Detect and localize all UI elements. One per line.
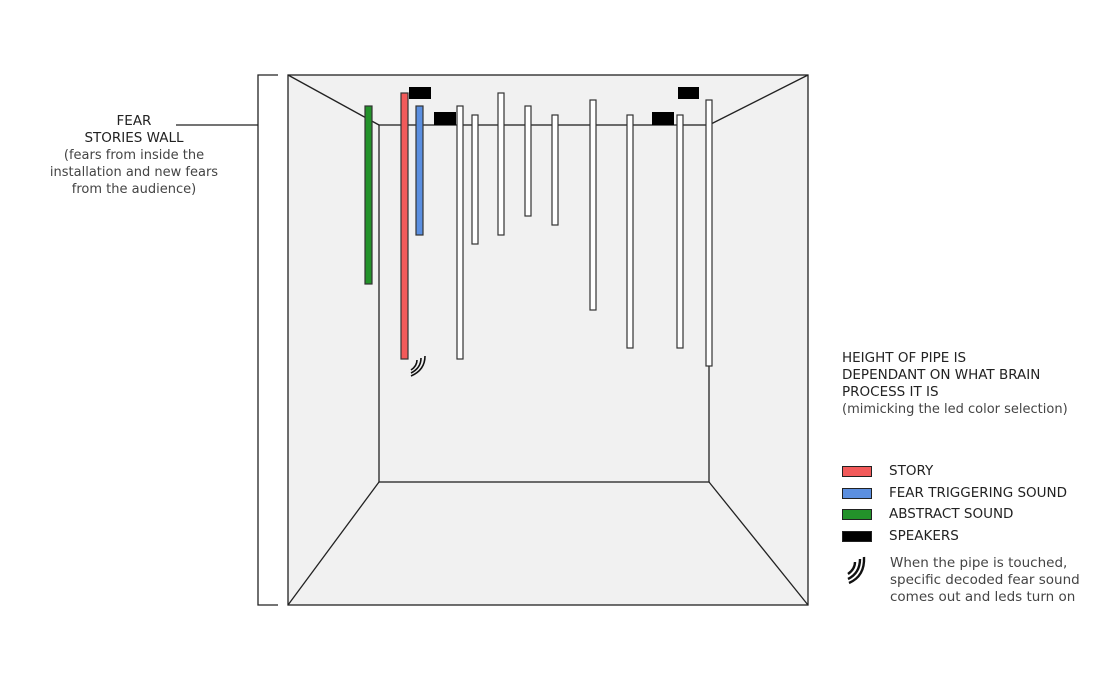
room-edge	[287, 74, 380, 126]
sound-waves-icon	[410, 355, 426, 377]
legend-item-fear-triggering: FEAR TRIGGERING SOUND	[842, 485, 1067, 501]
wall-subtitle: (fears from inside the	[63, 148, 205, 163]
story-swatch	[842, 465, 872, 477]
touch-note-line: specific decoded fear sound	[890, 572, 1080, 588]
pipe-abstract-sound	[364, 105, 373, 285]
wall-bracket	[257, 74, 278, 606]
touch-note-line: When the pipe is touched,	[890, 555, 1068, 571]
room-edge	[287, 481, 380, 606]
speaker	[409, 87, 431, 99]
legend-sound-waves-icon	[847, 556, 866, 585]
speaker	[434, 112, 456, 125]
height-note-sub: (mimicking the led color selection)	[842, 402, 1068, 417]
legend-label: SPEAKERS	[889, 528, 959, 544]
pipe	[705, 99, 713, 367]
height-note-line: DEPENDANT ON WHAT BRAIN	[842, 367, 1041, 383]
pipe	[551, 114, 559, 226]
height-note-line: HEIGHT OF PIPE IS	[842, 350, 967, 366]
pipe	[471, 114, 479, 245]
legend-item-abstract: ABSTRACT SOUND	[842, 506, 1013, 522]
speaker	[678, 87, 699, 99]
height-note-line: PROCESS IT IS	[842, 384, 939, 400]
wall-title: STORIES WALL	[84, 130, 184, 146]
legend-label: ABSTRACT SOUND	[889, 506, 1014, 522]
back-wall	[378, 124, 710, 483]
wall-title: FEAR	[116, 113, 152, 129]
room-edge	[708, 481, 809, 606]
speakers-swatch	[842, 530, 872, 542]
pipe	[497, 92, 505, 236]
pipe-fear-triggering	[415, 105, 424, 236]
fear-triggering-swatch	[842, 487, 872, 499]
pipe	[626, 114, 634, 349]
pipe	[524, 105, 532, 217]
room-edge	[708, 74, 809, 126]
touch-note-line: comes out and leds turn on	[890, 589, 1076, 605]
touch-note: When the pipe is touched, specific decod…	[890, 555, 1080, 606]
pipe-story	[400, 92, 409, 360]
wall-subtitle: installation and new fears	[49, 165, 219, 180]
wall-subtitle: from the audience)	[71, 182, 197, 197]
height-note: HEIGHT OF PIPE IS DEPENDANT ON WHAT BRAI…	[842, 350, 1068, 418]
legend-item-story: STORY	[842, 463, 933, 479]
abstract-swatch	[842, 508, 872, 520]
legend-label: FEAR TRIGGERING SOUND	[889, 485, 1068, 501]
wall-label: FEAR STORIES WALL (fears from inside the…	[40, 113, 228, 198]
pipe	[456, 105, 464, 360]
speaker	[652, 112, 674, 125]
legend-label: STORY	[889, 463, 934, 479]
pipe	[589, 99, 597, 311]
pipe	[676, 114, 684, 349]
legend-item-speakers: SPEAKERS	[842, 528, 959, 544]
